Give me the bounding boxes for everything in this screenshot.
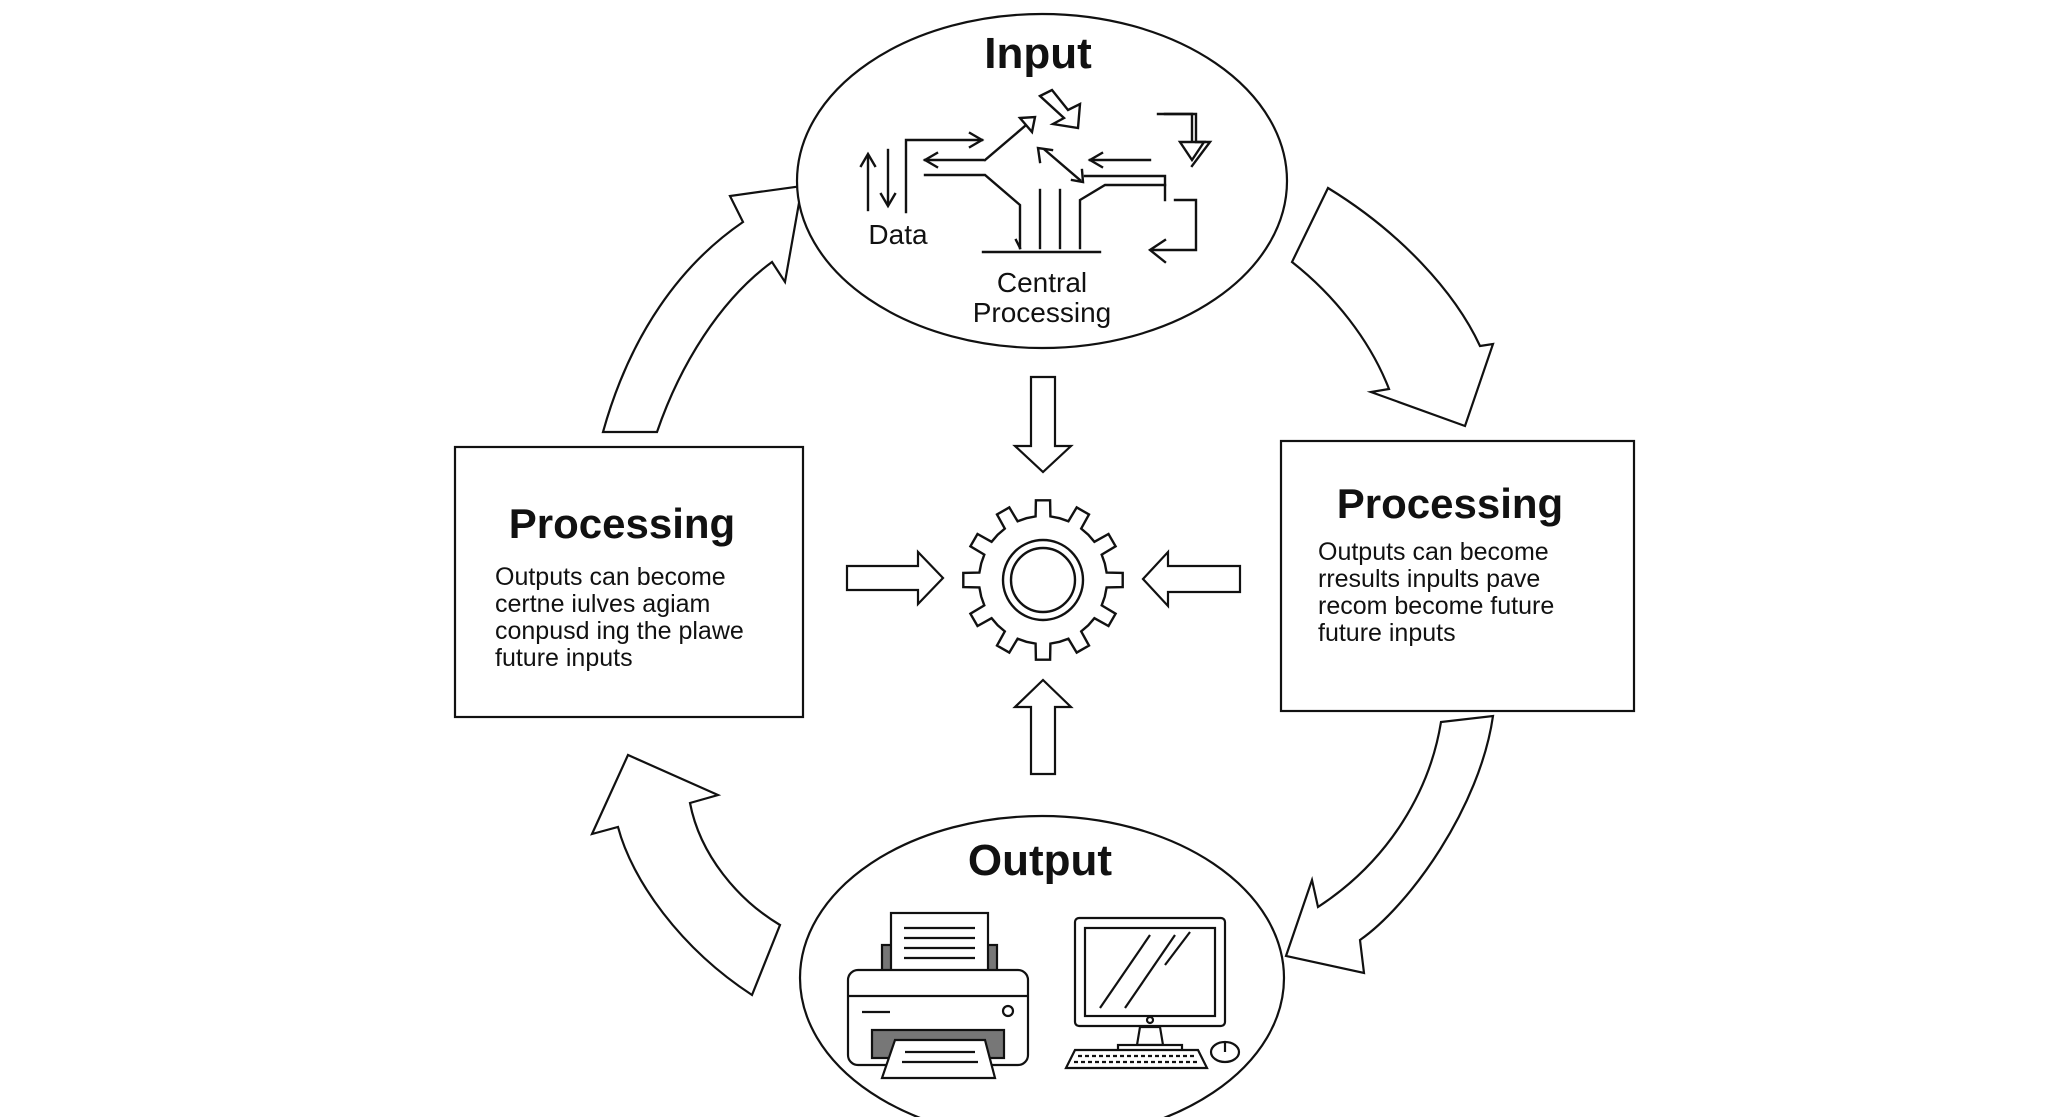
processing-right-line-1: Outputs can become: [1318, 538, 1549, 566]
processing-left-line-1: Outputs can become: [495, 563, 726, 591]
cycle-arrow-top-right: [1290, 186, 1495, 428]
processing-right-line-3: recom become future: [1318, 592, 1554, 620]
processing-right-line-2: rresults inpults pave: [1318, 565, 1540, 593]
center-arrow-up: [1012, 678, 1074, 776]
center-arrow-left: [1141, 549, 1242, 609]
processing-left-node: Processing Outputs can become certne iul…: [453, 445, 805, 719]
output-title: Output: [968, 836, 1113, 885]
processing-right-node: Processing Outputs can become rresults i…: [1279, 439, 1636, 713]
input-ellipse: [795, 12, 1289, 350]
center-arrow-right: [845, 549, 945, 607]
central-processing-line2: Processing: [973, 297, 1112, 328]
processing-left-line-4: future inputs: [495, 644, 633, 672]
cycle-arrow-top-left: [601, 184, 804, 434]
processing-left-title: Processing: [509, 500, 735, 547]
processing-left-line-2: certne iulves agiam: [495, 590, 710, 618]
data-label: Data: [868, 219, 928, 250]
gear-icon: [962, 499, 1124, 661]
cycle-arrow-bottom-left: [590, 753, 782, 997]
processing-right-line-4: future inputs: [1318, 619, 1456, 647]
printer-icon: [846, 911, 1030, 1080]
processing-right-title: Processing: [1337, 480, 1563, 527]
data-flow-arrows-icon: [859, 88, 1213, 264]
central-processing-line1: Central: [997, 267, 1087, 298]
cycle-arrow-bottom-right: [1284, 714, 1495, 975]
output-node: Output: [798, 814, 1286, 1117]
computer-icon: [1064, 916, 1241, 1070]
processing-right-box: [1279, 439, 1636, 713]
input-title: Input: [984, 29, 1092, 78]
processing-left-box: [453, 445, 805, 719]
input-node: Input: [795, 12, 1289, 350]
center-arrow-down: [1012, 375, 1074, 474]
processing-left-line-3: conpusd ing the plawe: [495, 617, 744, 645]
